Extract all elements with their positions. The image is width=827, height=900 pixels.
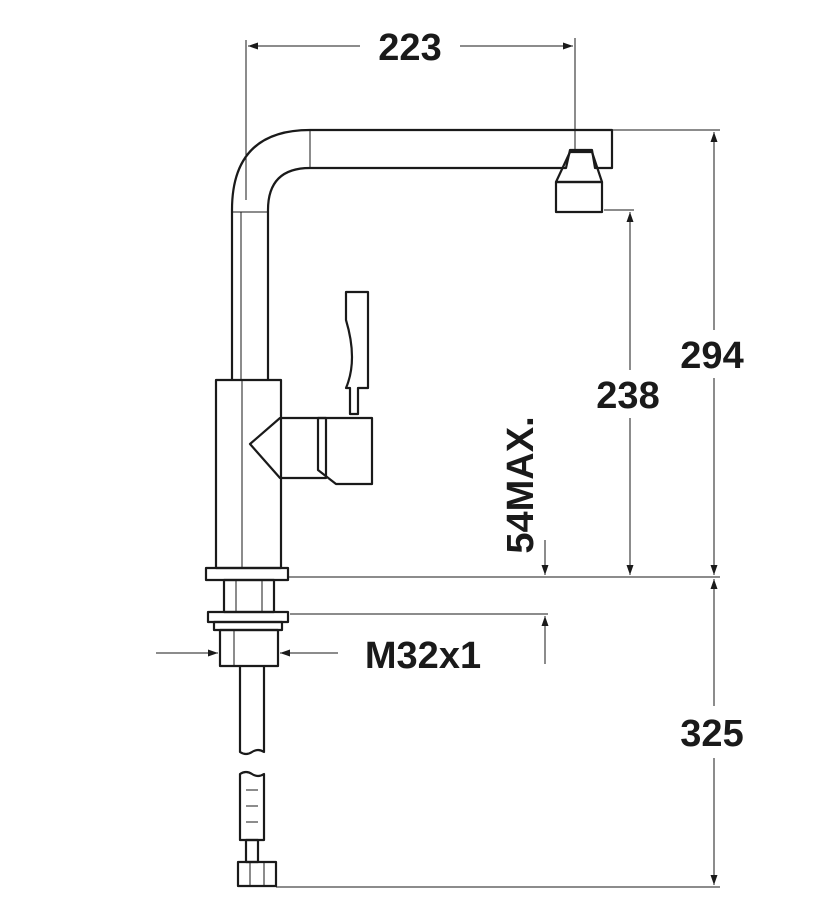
supply-hose — [236, 666, 278, 888]
aerator — [554, 150, 604, 214]
faucet — [204, 128, 614, 888]
dim-thread: M32x1 — [365, 635, 481, 677]
washer — [206, 610, 290, 624]
dim-spout-clearance: 238 — [596, 375, 659, 417]
dimension-lines — [156, 38, 720, 888]
dim-total-height: 294 — [680, 335, 743, 377]
threaded-shank — [222, 578, 276, 614]
hose-fitting — [236, 860, 278, 888]
spout-pipe — [230, 128, 614, 380]
faucet-body — [214, 378, 283, 570]
dim-counter-thickness: 54MAX. — [500, 416, 542, 553]
dimension-labels: 223 294 238 54MAX. M32x1 325 — [365, 27, 744, 755]
dim-hose-length: 325 — [680, 713, 743, 755]
handle-lever — [248, 290, 374, 486]
base-ring — [204, 566, 290, 582]
mounting-nut — [218, 628, 280, 668]
dim-spout-reach: 223 — [378, 27, 441, 69]
